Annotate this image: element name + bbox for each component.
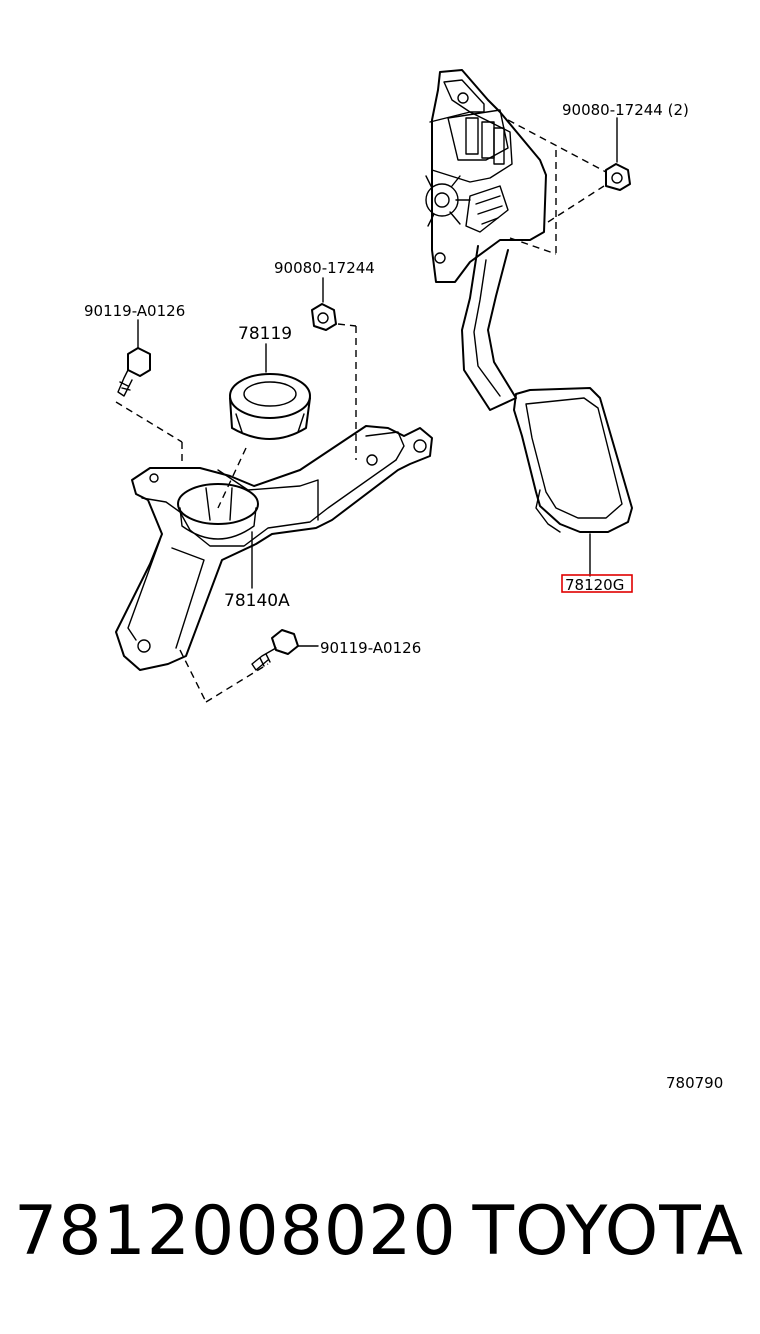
part-number: 7812008020 <box>14 1192 457 1271</box>
figure-id: 780790 <box>666 1074 723 1092</box>
bolt-lower <box>251 629 319 671</box>
brand-name: TOYOTA <box>472 1192 744 1271</box>
footer: 7812008020 TOYOTA <box>0 1190 760 1280</box>
clip-78119 <box>217 343 311 509</box>
callout-bracket-78140A: 78140A <box>224 591 290 611</box>
callout-nut-top-right: 90080-17244 (2) <box>562 101 689 119</box>
callout-pedal-78120G[interactable]: 78120G <box>565 576 624 594</box>
bolt-upper-left <box>115 319 183 462</box>
nut-top-right <box>605 117 631 191</box>
callout-bolt-upper-left: 90119-A0126 <box>84 302 185 320</box>
callout-clip-78119: 78119 <box>238 324 292 344</box>
callout-nut-center: 90080-17244 <box>274 259 375 277</box>
highlight-box-78120G <box>561 574 633 593</box>
callout-bolt-lower: 90119-A0126 <box>320 639 421 657</box>
nut-top-right-guides <box>507 119 607 255</box>
bracket-78140A <box>115 425 433 703</box>
nut-center <box>311 277 357 460</box>
accelerator-pedal-assembly <box>425 69 633 577</box>
